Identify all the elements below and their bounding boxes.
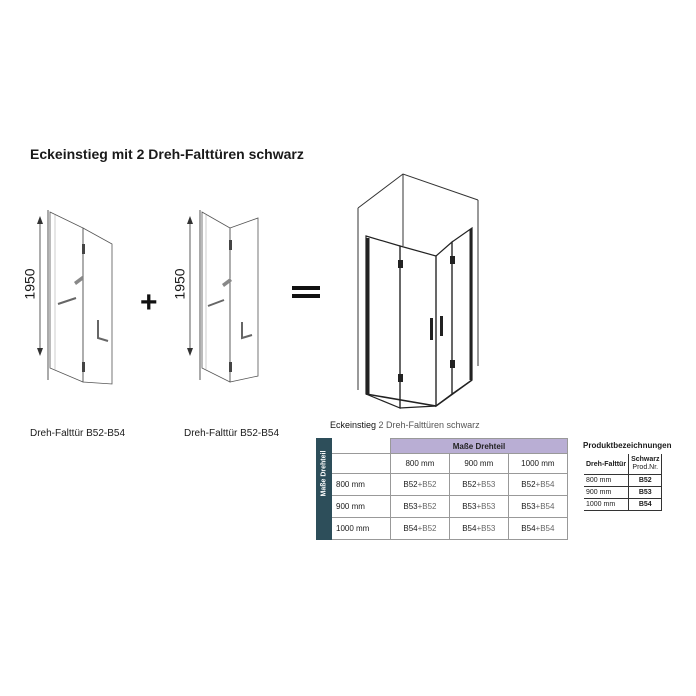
- table-cell: B53: [628, 486, 663, 499]
- door-panel-right: [229, 217, 259, 383]
- column-header: 900 mm: [448, 453, 509, 474]
- dimension-arrow-top: [187, 216, 193, 224]
- equals-icon: [292, 286, 320, 298]
- folding-door-drawing-2: [187, 210, 259, 383]
- plus-icon: +: [140, 286, 158, 319]
- folding-door-drawing-1: [37, 210, 113, 385]
- table-cell: B54: [628, 498, 663, 511]
- page-title: Eckeinstieg mit 2 Dreh-Falttüren schwarz: [30, 146, 304, 162]
- row-header: 800 mm: [331, 473, 391, 496]
- combo-header: Maße Drehteil: [390, 438, 568, 454]
- table-cell: B52+B53: [448, 473, 509, 496]
- table-cell: B53+B54: [507, 495, 569, 518]
- towel-bar: [97, 320, 109, 342]
- product-table: Dreh-Falttür Schwarz Prod.Nr. 800 mm B52…: [584, 454, 663, 511]
- hinge: [82, 362, 85, 372]
- combo-table-title: Eckeinstieg 2 Dreh-Falttüren schwarz: [330, 420, 480, 430]
- handle: [74, 276, 84, 285]
- height-dimension-label: 1950: [21, 268, 38, 300]
- towel-bar: [241, 322, 253, 340]
- table-row: 800 mm B52+B52 B52+B53 B52+B54: [317, 473, 569, 496]
- handle: [430, 318, 433, 340]
- table-cell: B54+B54: [507, 517, 569, 540]
- table-row: 1000 mm B54+B52 B54+B53 B54+B54: [317, 517, 569, 540]
- wall-top-edges: [357, 173, 479, 209]
- dimension-arrow-bottom: [37, 348, 43, 356]
- front-door-panel-1: [365, 235, 401, 409]
- hinge: [398, 374, 403, 382]
- dimension-arrow-top: [37, 216, 43, 224]
- table-row: 1000 mm B54: [584, 498, 663, 511]
- row-header: 1000 mm: [331, 517, 391, 540]
- table-cell: B53+B52: [390, 495, 450, 518]
- combination-table: Maße Drehteil Maße Drehteil 800 mm 900 m…: [316, 438, 569, 540]
- hinge: [229, 240, 232, 250]
- column-header: Schwarz Prod.Nr.: [628, 454, 663, 475]
- hinge: [450, 256, 455, 264]
- dimension-arrow-bottom: [187, 348, 193, 356]
- hinge: [450, 360, 455, 368]
- handle: [440, 316, 443, 336]
- table-cell: 1000 mm: [584, 498, 629, 511]
- corner-shower-drawing: [357, 173, 479, 409]
- column-header: 800 mm: [390, 453, 450, 474]
- table-cell: B53+B53: [448, 495, 509, 518]
- table-cell: B52+B52: [390, 473, 450, 496]
- towel-bar: [57, 297, 77, 305]
- table-cell: B52: [628, 474, 663, 487]
- table-row: 900 mm B53: [584, 486, 663, 499]
- table-cell: B52+B54: [507, 473, 569, 496]
- column-header: Dreh-Falttür: [584, 454, 629, 475]
- combo-side-header: Maße Drehteil: [316, 438, 332, 540]
- table-cell: 900 mm: [584, 486, 629, 499]
- column-header: 1000 mm: [507, 453, 569, 474]
- product-table-header: Dreh-Falttür Schwarz Prod.Nr.: [584, 454, 663, 475]
- door-caption: Dreh-Falttür B52-B54: [184, 428, 280, 439]
- towel-bar: [207, 299, 225, 307]
- side-door-panel-1: [435, 240, 453, 408]
- door-caption: Dreh-Falttür B52-B54: [30, 428, 126, 439]
- height-dimension-label: 1950: [171, 268, 188, 300]
- table-row: 800 mm B52: [584, 474, 663, 487]
- table-cell: 800 mm: [584, 474, 629, 487]
- hinge: [229, 362, 232, 372]
- table-cell: B54+B53: [448, 517, 509, 540]
- door-panel-right: [82, 227, 113, 385]
- hinge: [398, 260, 403, 268]
- hinge: [82, 244, 85, 254]
- handle: [222, 278, 232, 287]
- table-row: 900 mm B53+B52 B53+B53 B53+B54: [317, 495, 569, 518]
- side-door-panel-2: [451, 226, 473, 396]
- row-header: 900 mm: [331, 495, 391, 518]
- table-cell: B54+B52: [390, 517, 450, 540]
- combo-column-headers: 800 mm 900 mm 1000 mm: [317, 453, 569, 474]
- product-table-title: Produktbezeichnungen: [583, 441, 672, 450]
